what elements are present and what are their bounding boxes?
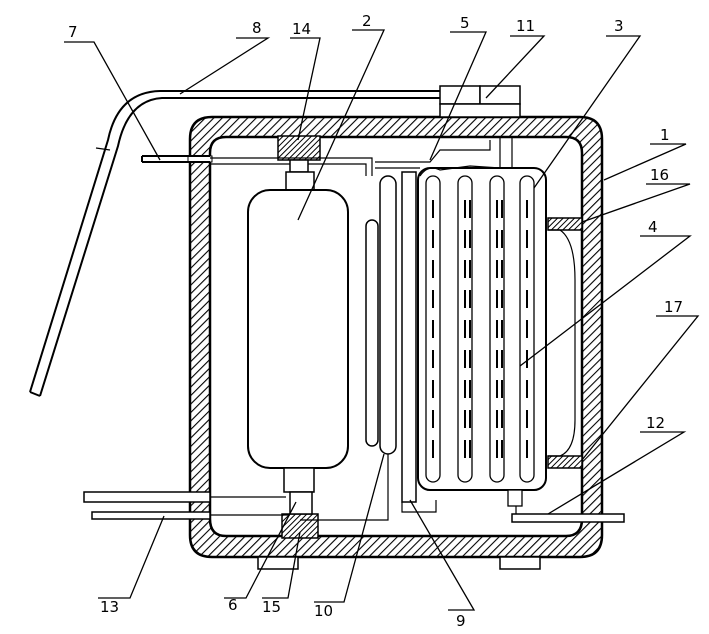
label-11: 11 <box>516 17 535 35</box>
foot-right <box>499 556 541 570</box>
label-9: 9 <box>456 612 466 630</box>
housing-wall <box>188 115 604 559</box>
label-10: 10 <box>314 602 333 620</box>
divider-9 <box>401 171 437 513</box>
cylinder-2 <box>247 159 349 515</box>
label-13: 13 <box>100 598 119 616</box>
label-7: 7 <box>68 23 78 41</box>
outlet-pipe-12 <box>511 506 625 523</box>
electrode-block-3 <box>417 165 547 507</box>
top-fitting-11 <box>439 85 521 118</box>
label-15: 15 <box>262 598 281 616</box>
top-plug-14 <box>277 135 321 161</box>
label-16: 16 <box>650 166 669 184</box>
external-tube-7-8 <box>29 90 440 397</box>
right-wall-port-17 <box>547 455 583 469</box>
outlet-pipes-13 <box>83 491 290 520</box>
label-5: 5 <box>460 14 470 32</box>
side-channel <box>548 229 576 457</box>
label-4: 4 <box>648 218 658 236</box>
label-8: 8 <box>252 19 262 37</box>
label-2: 2 <box>362 12 372 30</box>
label-14: 14 <box>292 20 311 38</box>
label-17: 17 <box>664 298 683 316</box>
leader-lines <box>64 29 700 611</box>
thin-tube-10 <box>300 175 397 521</box>
label-1: 1 <box>660 126 670 144</box>
label-12: 12 <box>646 414 665 432</box>
inlet-pipe <box>141 155 210 163</box>
foot-left <box>257 556 299 570</box>
label-6: 6 <box>228 596 238 614</box>
right-wall-port-16 <box>547 217 583 231</box>
label-3: 3 <box>614 17 624 35</box>
